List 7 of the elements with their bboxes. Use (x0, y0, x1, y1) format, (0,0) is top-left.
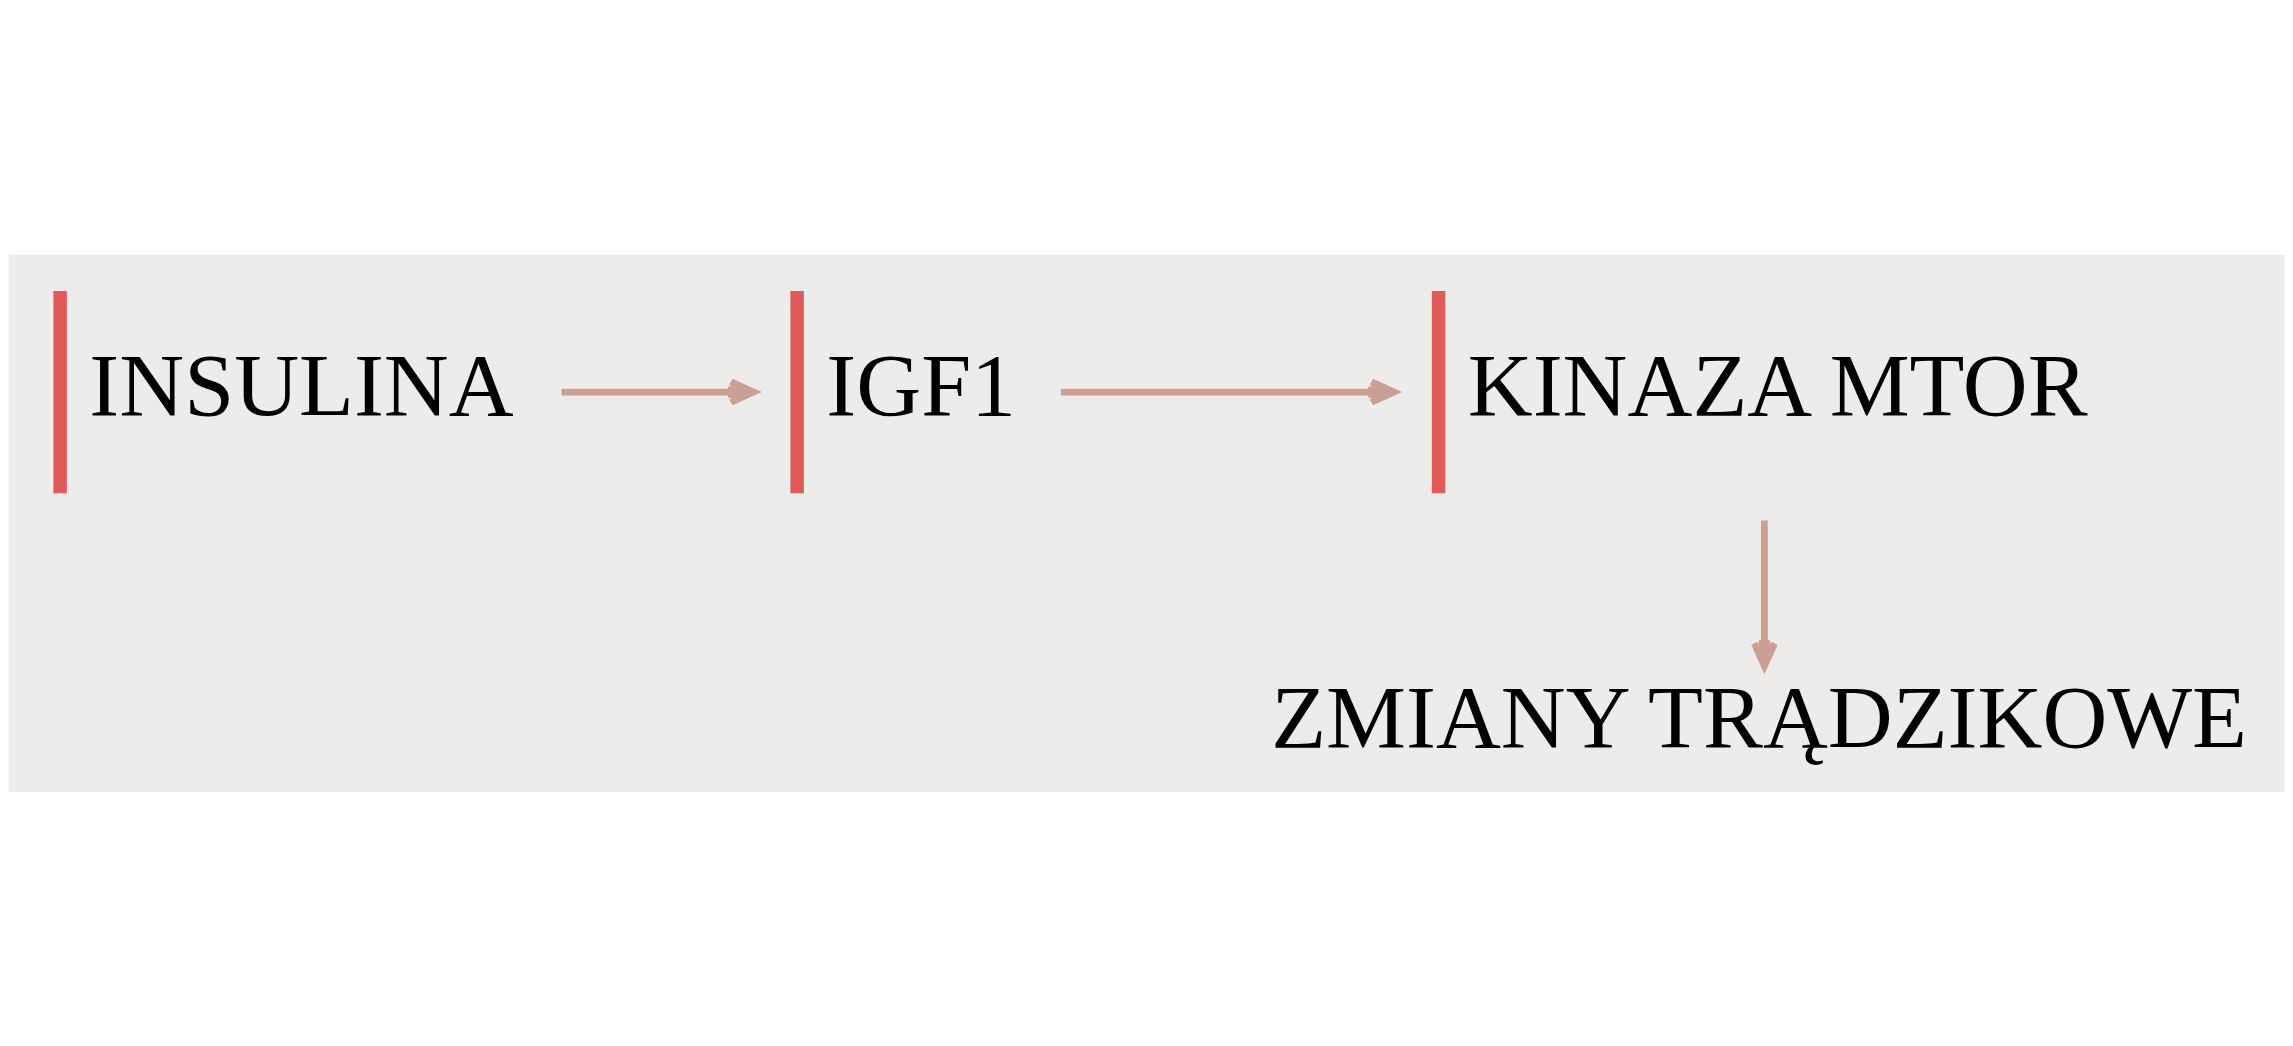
node-label: IGF1 (826, 334, 1017, 434)
node-box (53, 290, 67, 493)
node-label: INSULINA (89, 334, 514, 434)
node-text: ZMIANY TRĄDZIKOWE (1271, 666, 2248, 766)
node-label: KINAZA MTOR (1467, 334, 2088, 434)
node-box (1431, 290, 1446, 493)
node-box (790, 290, 804, 493)
